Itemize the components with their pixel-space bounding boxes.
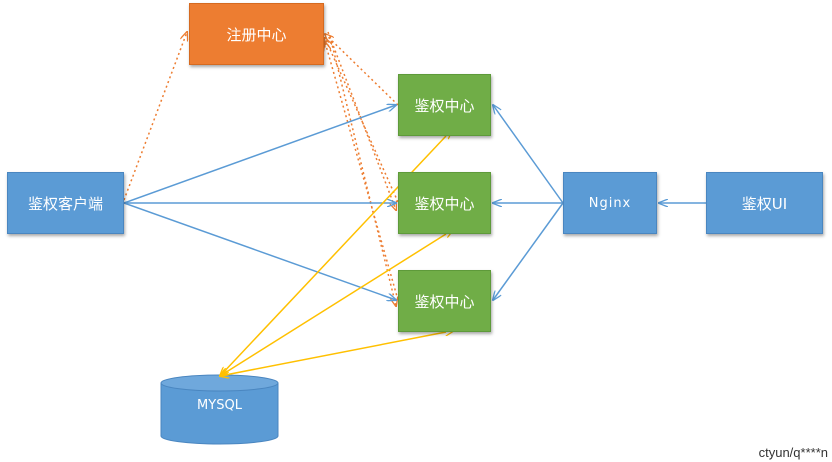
edge-auth1-registry [325,34,399,106]
auth-center-node-3: 鉴权中心 [398,270,491,332]
edge-client-to-registry [123,32,187,201]
edges-nginx-to-auth [493,105,564,300]
edges-auth-to-registry [325,31,399,306]
edge-client-auth3 [123,202,396,300]
mysql-label: MYSQL [197,398,242,413]
edge-client-auth1 [123,105,396,204]
watermark-text: ctyun/q****n [758,445,828,460]
edge-auth3-registry [325,42,399,301]
edge-registry-auth-3 [329,35,396,306]
edge-nginx-auth3 [493,202,564,300]
edge-nginx-auth1 [493,105,564,204]
edge-auth2-registry [325,38,399,203]
auth-center-node-2: 鉴权中心 [398,172,491,234]
nginx-node: Nginx [563,172,657,234]
auth-client-node: 鉴权客户端 [7,172,124,234]
edges-client-to-auth [123,105,396,300]
edge-auth3-mysql [220,332,446,376]
edge-registry-auth-2 [327,31,396,210]
registry-center-node: 注册中心 [189,3,324,65]
auth-ui-node: 鉴权UI [706,172,823,234]
auth-center-node-1: 鉴权中心 [398,74,491,136]
